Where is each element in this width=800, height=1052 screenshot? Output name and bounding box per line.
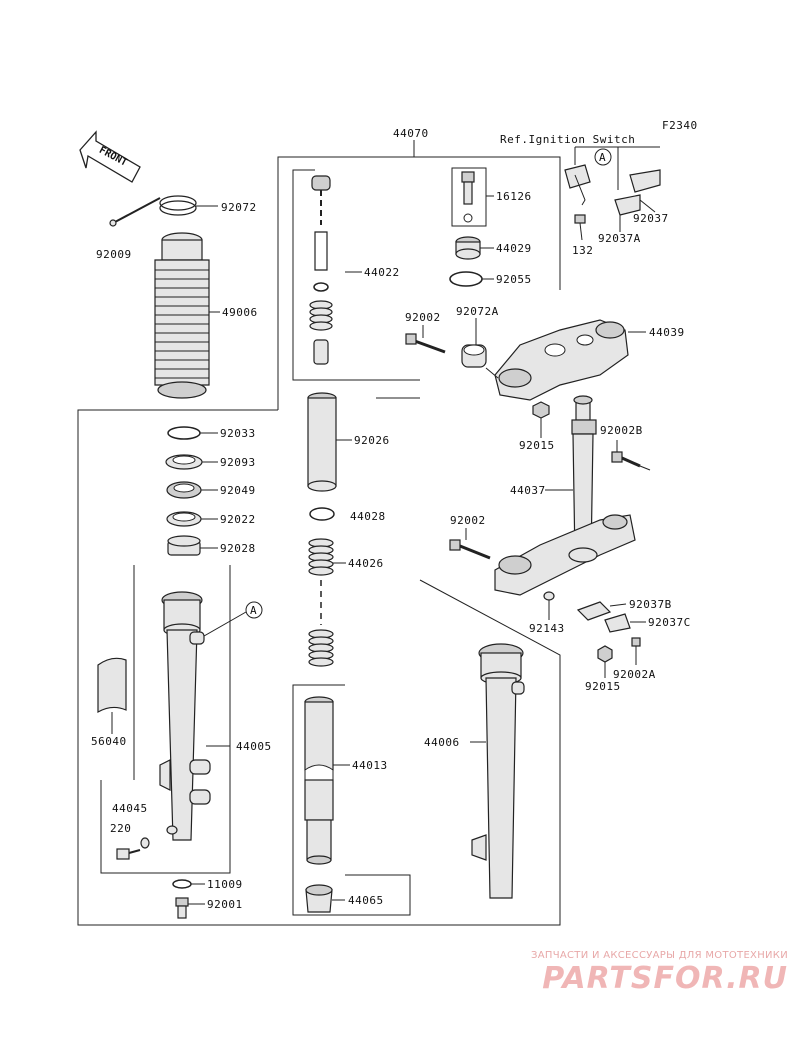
label-92001: 92001: [207, 898, 243, 911]
callout-a-right: A: [599, 151, 606, 164]
ignition-bracket: A: [564, 146, 661, 241]
label-44039: 44039: [649, 326, 685, 339]
label-92049: 92049: [220, 484, 256, 497]
outer-tube-44006: [470, 643, 525, 899]
oring-92055: [449, 271, 494, 287]
label-44070: 44070: [393, 127, 429, 140]
drain-bolt-92001: [175, 897, 205, 919]
label-44028: 44028: [350, 510, 386, 523]
label-44022: 44022: [364, 266, 400, 279]
label-92022: 92022: [220, 513, 256, 526]
washer-44045: [140, 837, 150, 849]
label-44045: 44045: [112, 802, 148, 815]
label-92015-bot: 92015: [585, 680, 621, 693]
label-11009: 11009: [207, 878, 243, 891]
label-44006: 44006: [424, 736, 460, 749]
label-92093: 92093: [220, 456, 256, 469]
label-132: 132: [572, 244, 593, 257]
clamp-92072: [159, 195, 218, 216]
spring-44026: [308, 538, 346, 667]
label-220: 220: [110, 822, 131, 835]
ring-44028: [309, 507, 335, 521]
label-44065: 44065: [348, 894, 384, 907]
label-92037B: 92037B: [629, 598, 672, 611]
label-92002B: 92002B: [600, 424, 643, 437]
nut-92015-bot: [597, 645, 613, 678]
front-arrow-icon: FRONT: [79, 130, 141, 183]
label-44037: 44037: [510, 484, 546, 497]
label-44026: 44026: [348, 557, 384, 570]
figure-code: F2340: [662, 119, 698, 132]
fork-tube-44013: [304, 696, 350, 865]
label-92002A: 92002A: [613, 668, 656, 681]
guard-56040: [97, 657, 127, 734]
label-92033: 92033: [220, 427, 256, 440]
fork-boot-49006: [154, 232, 220, 399]
assembly-frame: [77, 140, 561, 926]
gasket-11009: [172, 879, 205, 889]
screw-92009: [109, 197, 161, 227]
callout-a-left: A: [250, 604, 257, 617]
outer-tube-44005: A: [159, 591, 263, 841]
label-92015-top: 92015: [519, 439, 555, 452]
label-49006: 49006: [222, 306, 258, 319]
bracket-92037B-C: [576, 601, 646, 633]
upper-triple-clamp-44039: [494, 319, 646, 401]
label-16126: 16126: [496, 190, 532, 203]
watermark-subtitle: ЗАПЧАСТИ И АКСЕССУАРЫ ДЛЯ МОТОТЕХНИКИ: [531, 950, 788, 961]
bushing-44065: [305, 884, 345, 913]
label-92009: 92009: [96, 248, 132, 261]
label-92002-top: 92002: [405, 311, 441, 324]
label-92028: 92028: [220, 542, 256, 555]
bolt-220: [116, 848, 141, 860]
label-56040: 56040: [91, 735, 127, 748]
bolt-92002-mid: [449, 528, 491, 560]
label-44005: 44005: [236, 740, 272, 753]
bolt-92002B: [611, 440, 651, 471]
label-92026: 92026: [354, 434, 390, 447]
label-92037C: 92037C: [648, 616, 691, 629]
washer-92143: [543, 591, 555, 620]
label-92037: 92037: [633, 212, 669, 225]
bolt-92002-top: [405, 325, 446, 354]
label-92143: 92143: [529, 622, 565, 635]
part-labels: 92072 92009 49006 44070 44022 16126 4402…: [91, 127, 691, 911]
label-92072: 92072: [221, 201, 257, 214]
seal-stack: [165, 426, 218, 556]
watermark: ЗАПЧАСТИ И АКСЕССУАРЫ ДЛЯ МОТОТЕХНИКИ PA…: [488, 950, 788, 996]
ref-ignition-switch: Ref.Ignition Switch: [500, 133, 635, 146]
watermark-brand: PARTSFOR.RU: [542, 961, 788, 996]
label-92002-mid: 92002: [450, 514, 486, 527]
label-44013: 44013: [352, 759, 388, 772]
damper-rod-44022: [309, 175, 362, 365]
clamp-92072A: [461, 318, 499, 379]
steering-stem-44037: [494, 395, 636, 596]
label-92055: 92055: [496, 273, 532, 286]
cap-44029: [455, 236, 494, 260]
bolt-92002A: [631, 637, 641, 665]
label-44029: 44029: [496, 242, 532, 255]
label-92072A: 92072A: [456, 305, 499, 318]
label-92037A: 92037A: [598, 232, 641, 245]
nut-92015-top: [532, 401, 550, 438]
valve-16126: [461, 171, 494, 223]
inner-tube-92026: [307, 392, 352, 492]
